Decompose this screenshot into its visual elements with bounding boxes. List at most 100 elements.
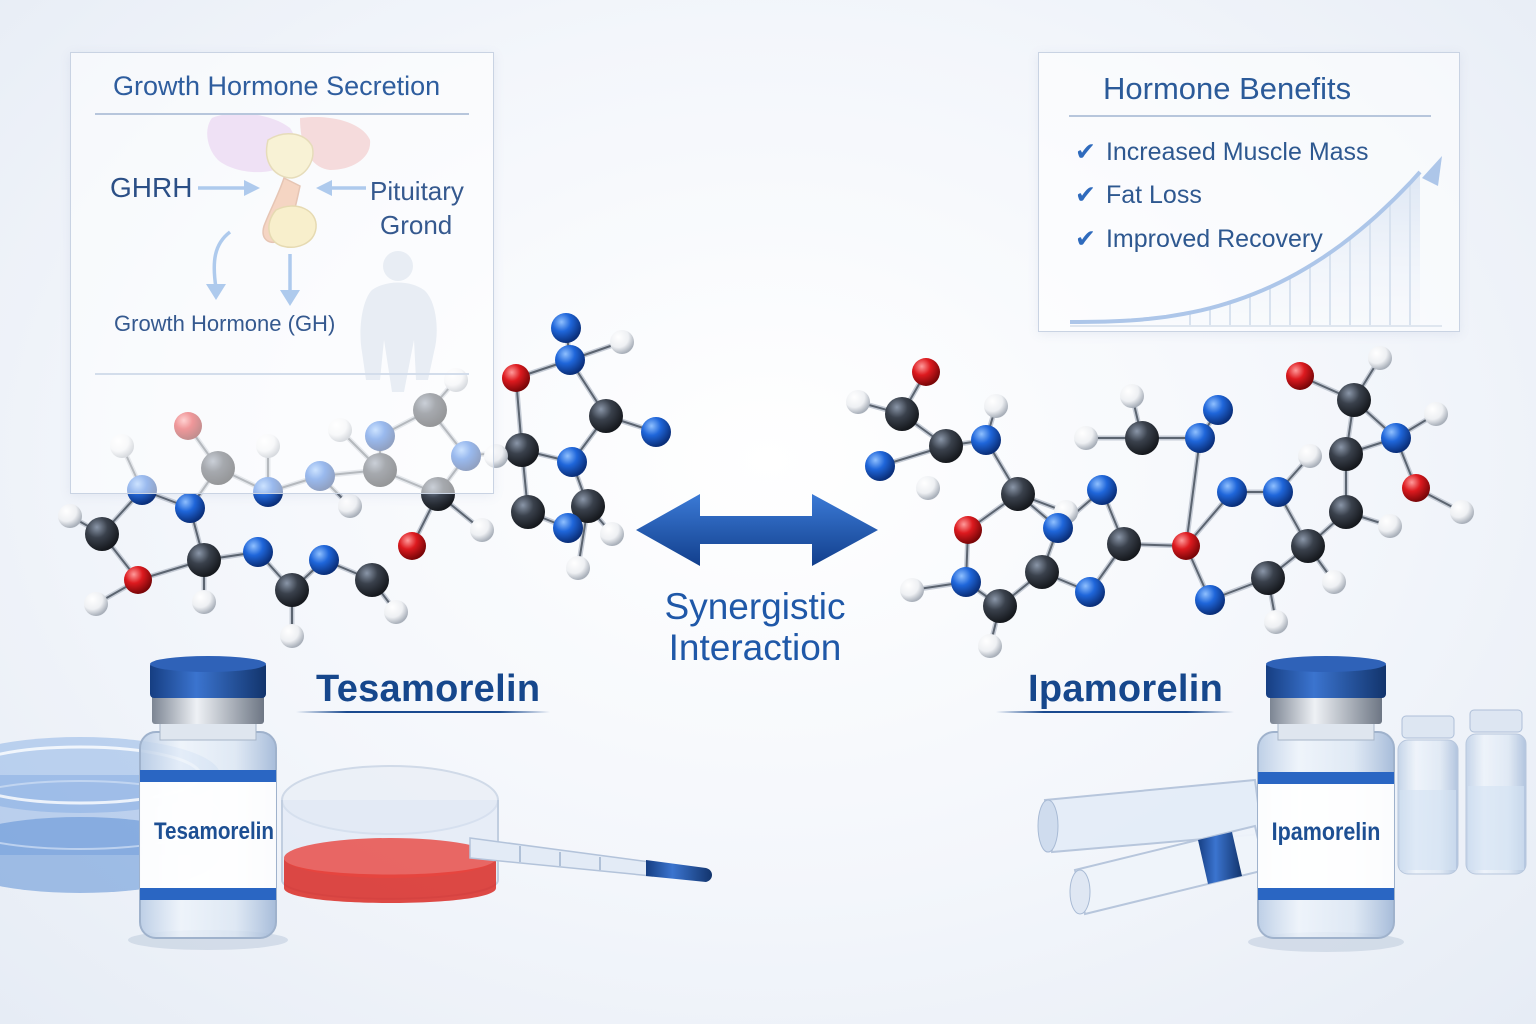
carbon-atom <box>571 489 605 523</box>
checkmark-icon: ✔ <box>1075 181 1096 209</box>
nitrogen-atom <box>555 345 585 375</box>
hydrogen-atom <box>916 476 940 500</box>
hydrogen-atom <box>1264 610 1288 634</box>
hydrogen-atom <box>846 390 870 414</box>
carbon-atom <box>85 517 119 551</box>
oxygen-atom <box>1286 362 1314 390</box>
carbon-atom <box>1025 555 1059 589</box>
hydrogen-atom <box>280 624 304 648</box>
title-divider <box>95 113 469 115</box>
synergistic-interaction-label: Synergistic Interaction <box>600 586 910 668</box>
hydrogen-atom <box>566 556 590 580</box>
gh-secretion-panel: Growth Hormone Secretion <box>70 52 494 494</box>
hydrogen-atom <box>978 634 1002 658</box>
nitrogen-atom <box>1203 395 1233 425</box>
oxygen-atom <box>398 532 426 560</box>
tesamorelin-underline <box>296 711 550 713</box>
hydrogen-atom <box>600 522 624 546</box>
carbon-atom <box>1329 437 1363 471</box>
nitrogen-atom <box>557 447 587 477</box>
gh-output-label: Growth Hormone (GH) <box>114 311 336 336</box>
oxygen-atom <box>1172 532 1200 560</box>
nitrogen-atom <box>865 451 895 481</box>
hydrogen-atom <box>984 394 1008 418</box>
carbon-atom <box>885 397 919 431</box>
nitrogen-atom <box>1263 477 1293 507</box>
oxygen-atom <box>502 364 530 392</box>
hydrogen-atom <box>1298 444 1322 468</box>
nitrogen-atom <box>1185 423 1215 453</box>
interaction-line1: Synergistic <box>664 586 846 627</box>
benefit-item: ✔Improved Recovery <box>1075 225 1323 253</box>
hydrogen-atom <box>1368 346 1392 370</box>
carbon-atom <box>505 433 539 467</box>
hydrogen-atom <box>84 592 108 616</box>
double-arrow-icon <box>636 494 878 566</box>
hydrogen-atom <box>1378 514 1402 538</box>
panel-title: Growth Hormone Secretion <box>113 71 441 101</box>
hydrogen-atom <box>384 600 408 624</box>
hydrogen-atom <box>1120 384 1144 408</box>
carbon-atom <box>187 543 221 577</box>
nitrogen-atom <box>971 425 1001 455</box>
ipamorelin-name: Ipamorelin <box>1028 668 1224 710</box>
petri-dish-red <box>281 765 499 903</box>
benefit-item: ✔Increased Muscle Mass <box>1075 138 1369 166</box>
pituitary-label-line1: Pituitary <box>370 176 464 206</box>
nitrogen-atom <box>309 545 339 575</box>
carbon-atom <box>1107 527 1141 561</box>
hydrogen-atom <box>610 330 634 354</box>
ipamorelin-vial <box>1248 656 1404 952</box>
tesamorelin-vial-label: Tesamorelin <box>153 818 275 845</box>
hydrogen-atom <box>470 518 494 542</box>
hydrogen-atom <box>1424 402 1448 426</box>
carbon-atom <box>1001 477 1035 511</box>
interaction-line2: Interaction <box>668 627 842 668</box>
hormone-benefits-panel: Hormone Benefits ✔Increased Muscle Mass … <box>1038 52 1460 332</box>
nitrogen-atom <box>641 417 671 447</box>
ipamorelin-molecule <box>846 346 1474 658</box>
carbon-atom <box>983 589 1017 623</box>
title-divider <box>1069 115 1431 117</box>
ghrh-label: GHRH <box>110 172 193 203</box>
oxygen-atom <box>1402 474 1430 502</box>
nitrogen-atom <box>551 313 581 343</box>
tesamorelin-vial <box>128 656 288 950</box>
oxygen-atom <box>912 358 940 386</box>
hydrogen-atom <box>58 504 82 528</box>
carbon-atom <box>1337 383 1371 417</box>
carbon-atom <box>275 573 309 607</box>
carbon-atom <box>1251 561 1285 595</box>
nitrogen-atom <box>951 567 981 597</box>
oxygen-atom <box>124 566 152 594</box>
nitrogen-atom <box>1043 513 1073 543</box>
carbon-atom <box>355 563 389 597</box>
carbon-atom <box>1329 495 1363 529</box>
ipamorelin-underline <box>996 711 1234 713</box>
syringe-back <box>1037 778 1264 854</box>
hydrogen-atom <box>1322 570 1346 594</box>
bottom-divider <box>95 373 469 375</box>
nitrogen-atom <box>175 493 205 523</box>
carbon-atom <box>1291 529 1325 563</box>
hydrogen-atom <box>1074 426 1098 450</box>
carbon-atom <box>929 429 963 463</box>
checkmark-icon: ✔ <box>1075 138 1096 166</box>
tesamorelin-name: Tesamorelin <box>316 668 541 710</box>
carbon-atom <box>589 399 623 433</box>
hydrogen-atom <box>900 578 924 602</box>
oxygen-atom <box>954 516 982 544</box>
nitrogen-atom <box>1075 577 1105 607</box>
small-vial-2 <box>1465 709 1527 875</box>
hydrogen-atom <box>192 590 216 614</box>
hydrogen-atom <box>338 494 362 518</box>
syringe-front <box>1069 824 1267 916</box>
benefit-item: ✔Fat Loss <box>1075 181 1202 209</box>
small-vial-1 <box>1397 715 1459 875</box>
nitrogen-atom <box>1195 585 1225 615</box>
carbon-atom <box>1125 421 1159 455</box>
pituitary-label-line2: Grond <box>380 210 453 240</box>
checkmark-icon: ✔ <box>1075 225 1096 253</box>
nitrogen-atom <box>1217 477 1247 507</box>
